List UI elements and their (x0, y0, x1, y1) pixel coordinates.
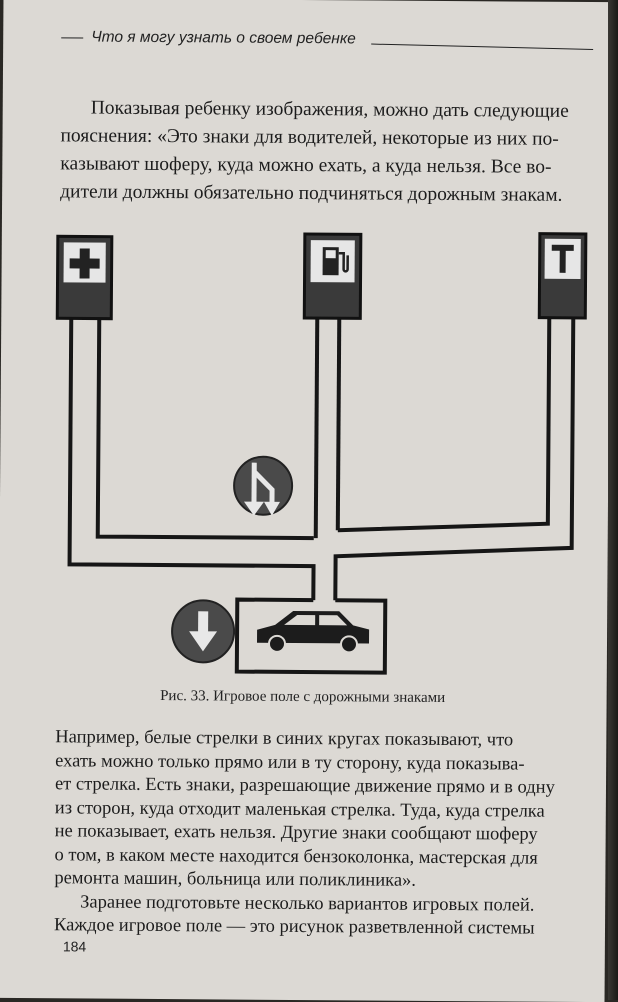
road-left-inner-edge (95, 318, 314, 541)
book-edge-shadow (608, 0, 618, 1000)
hammer-icon (551, 244, 574, 273)
game-board-figure (39, 218, 612, 692)
figure-caption: Рис. 33. Игровое поле с дорожными знакам… (160, 688, 446, 707)
fuel-pump-icon (322, 247, 349, 276)
game-board-diagram (55, 232, 588, 675)
running-head-title: Что я могу узнать о своем ребенке (91, 28, 356, 48)
text-line: Например, белые стрелки в синих кругах п… (55, 727, 514, 751)
arrow-shaft (198, 611, 209, 634)
road-middle-left-edge (313, 318, 320, 539)
text-line: дители должны обязательно подчиняться до… (60, 181, 563, 206)
running-head-rule (371, 43, 594, 50)
text-line: Каждое игровое поле — это рисунок развет… (53, 915, 535, 939)
paragraph-intro: Показывая ребенку изображения, можно дат… (60, 94, 593, 210)
road-middle-right-edge (335, 318, 342, 531)
text-line: пояснения: «Это знаки для водителей, нек… (60, 125, 559, 150)
arrow-head (263, 501, 280, 516)
cross-icon (69, 248, 100, 279)
sign-circle (233, 455, 294, 516)
straight-or-right-arrow-sign (233, 455, 294, 516)
text-line: ремонта машин, больница или поликлиника»… (54, 868, 417, 891)
text-line: Показывая ребенку изображения, можно дат… (90, 97, 569, 122)
fuel-station-sign (302, 232, 363, 320)
text-line: ет стрелка. Есть знаки, разрешающие движ… (54, 774, 555, 798)
running-head-dash (61, 37, 84, 39)
car-service-sign (537, 232, 588, 320)
running-head: Что я могу узнать о своем ребенке (61, 28, 356, 48)
road-left-outer-edge (67, 318, 316, 601)
road-paths (67, 316, 576, 675)
road-right-outer-edge (333, 316, 576, 601)
arrow-head (243, 501, 264, 516)
page-number: 184 (62, 938, 87, 955)
garage-box (234, 597, 388, 675)
text-line: казывают шоферу, куда можно ехать, а куд… (60, 153, 552, 178)
straight-down-arrow-sign (171, 599, 236, 664)
arrow-down-icon (189, 631, 218, 652)
road-right-inner-edge (337, 316, 552, 533)
arrow-down-right-icon (251, 462, 275, 506)
text-line: не показывает, ехать нельзя. Другие знак… (54, 821, 538, 845)
car-icon (257, 610, 370, 654)
paragraph-body: Например, белые стрелки в синих кругах п… (54, 726, 585, 941)
hospital-sign (55, 234, 114, 321)
